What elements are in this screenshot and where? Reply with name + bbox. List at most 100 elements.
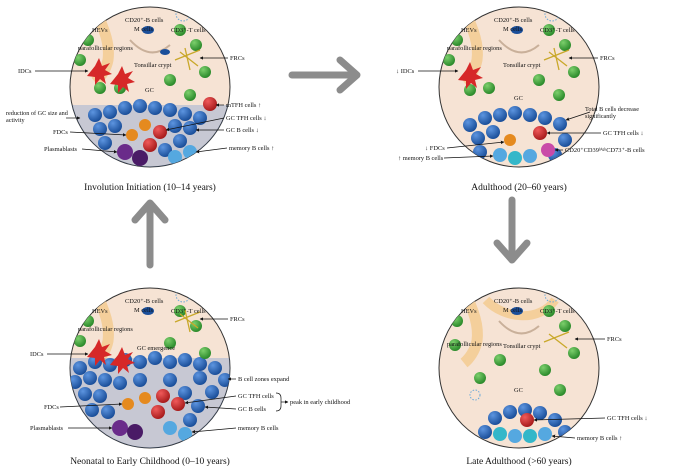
panel-late: HEVs CD20⁺-B cells M cells CD3⁺-T cells … [438,287,648,467]
t-cells [449,305,580,396]
memory-label: memory B cells ↑ [229,145,274,152]
cd39-b-cell [541,143,555,157]
fdc-cell [126,129,138,141]
gc-label: GC [514,387,523,394]
b-zones-label: B cell zones expand [238,376,290,383]
m-cells-label: M cells [503,307,523,314]
gctfh-label: GC TFH cells ↓ [226,115,267,122]
frcs-label: FRCs [230,316,245,323]
idc-cell [87,339,112,366]
plasmablast-cell [132,150,148,166]
memory-b-cell [538,427,552,441]
total-b-label: Total B cells decrease significantly [585,106,640,121]
frcs-label: FRCs [230,55,245,62]
cd20-label: CD20⁺-B cells [494,17,533,24]
frcs-label: FRCs [607,336,622,343]
plasmablast-cell [112,420,128,436]
mtfh-label: mTFH cells ↑ [226,102,261,109]
m-cells-label: M cells [503,26,523,33]
tfh-cell [151,405,165,419]
idcs-label: ↓ IDCs [396,68,415,75]
hevs-label: HEVs [92,27,108,34]
reduction-label-box: reduction of GC size and activity [6,110,68,125]
cd20-label: CD20⁺-B cells [125,17,164,24]
memory-b-cell [493,148,507,162]
gc-label: GC [514,95,523,102]
arrow-neonatal-to-involution [131,199,169,269]
cd3-label: CD3⁺-T cells [540,308,575,315]
hevs-label: HEVs [92,308,108,315]
cd20-label: CD20⁺-B cells [125,298,164,305]
cd20-b-cell [142,26,154,34]
total-b-label-box: Total B cells decrease significantly [585,106,640,121]
parafollicular-label: parafollicular regions [447,45,502,52]
parafollicular-label: parafollicular regions [78,45,133,52]
arrow-involution-to-adulthood [288,56,361,94]
gcb-label: GC B cells [238,406,267,413]
gc-label: GC [145,87,154,94]
panel-neonatal: HEVs CD20⁺-B cells M cells CD3⁺-T cells … [30,287,351,467]
cd3-label: CD3⁺-T cells [171,27,206,34]
gcb-label: GC B cells ↓ [226,127,259,134]
memory-b-cell [493,427,507,441]
peak-label: peak in early childhood [290,399,351,406]
memory-label: memory B cells [238,425,279,432]
crypt-label: Tonsillar crypt [503,62,541,69]
m-cells-label: M cells [134,26,154,33]
crypt-label: Tonsillar crypt [503,343,541,350]
panel-involution: HEVs CD20⁺-B cells M cells CD3⁺-T cells … [6,6,274,193]
plasmablast-cell [117,144,133,160]
plasmablasts-label: Plasmablasts [44,146,78,153]
frc-network [174,309,201,333]
idcs-label: IDCs [18,68,32,75]
frc-network [543,47,570,71]
tfh-cell [153,125,167,139]
gctfh-label: GC TFH cells ↓ [603,130,644,137]
plasmablast-cell [127,424,143,440]
gc-region [463,106,572,165]
caption-late: Late Adulthood (>60 years) [466,456,571,467]
peak-bracket [275,392,282,412]
fdcs-label: FDCs [53,129,68,136]
tfh-cell [156,389,170,403]
fdcs-label: ↓ FDCs [425,145,445,152]
fdc-cell [139,119,151,131]
memory-b-cell [508,429,522,443]
tfh-cell [520,413,534,427]
panel-adulthood: HEVs CD20⁺-B cells M cells CD3⁺-T cells … [396,6,645,193]
gc-emergence-label: GC emergence [137,345,175,352]
frc-network [543,331,570,349]
memory-label: memory B cells ↑ [577,435,622,442]
memory-b-cell [163,421,177,435]
memory-b-cell [508,151,522,165]
idc-cell [110,66,135,93]
cd20cd39-label: CD20⁺CD39ʰⁱᵍʰCD73⁺-B cells [565,147,645,154]
transition-arrows [131,56,531,269]
reduction-label: reduction of GC size and activity [6,110,68,125]
gctfh-label: GC TFH cells ↓ [607,415,648,422]
cd3-label: CD3⁺-T cells [171,308,206,315]
memory-label: ↑ memory B cells [398,155,444,162]
fdc-cell [504,134,516,146]
arrow-adulthood-to-late [493,196,531,264]
memory-b-cell [523,429,537,443]
frcs-label: FRCs [600,55,615,62]
gctfh-label: GC TFH cells [238,393,274,400]
parafollicular-label: parafollicular regions [78,326,133,333]
parafollicular-label: parafollicular regions [447,341,502,348]
caption-neonatal: Neonatal to Early Childhood (0–10 years) [70,456,230,467]
plasmablasts-label: Plasmablasts [30,425,64,432]
cd20-label: CD20⁺-B cells [494,298,533,305]
hevs-label: HEVs [461,308,477,315]
caption-involution: Involution Initiation (10–14 years) [84,182,216,193]
memory-b-cell [523,149,537,163]
mtfh-cell [203,97,217,111]
idc-cell [110,347,135,374]
t-cells [74,305,211,359]
idc-cell [87,58,112,85]
memory-b-cell [178,427,192,441]
tonsillar-crypt-line [129,39,171,54]
fdc-cell [122,398,134,410]
hevs-label: HEVs [461,27,477,34]
